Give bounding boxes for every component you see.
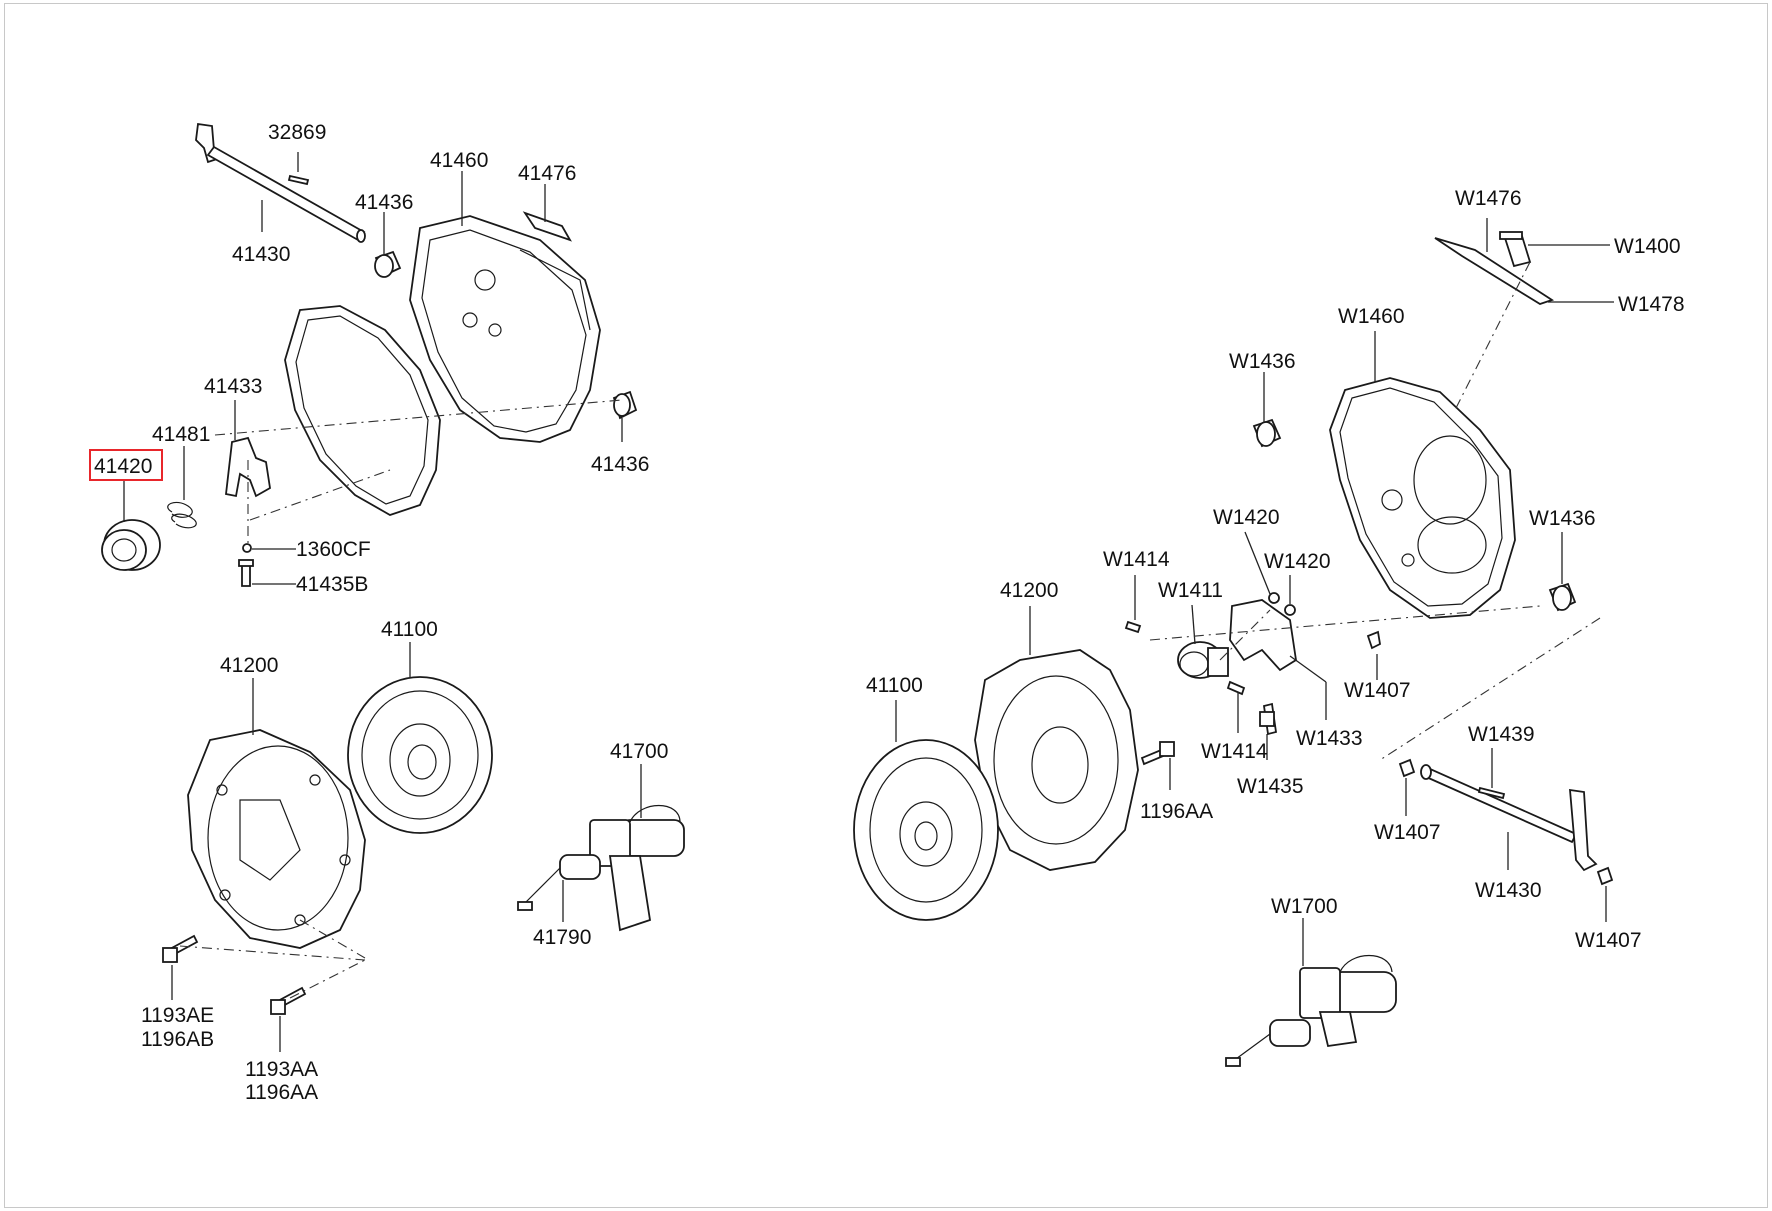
label-w1700[interactable]: W1700	[1271, 895, 1338, 918]
label-41100-right[interactable]: 41100	[866, 674, 923, 697]
label-w1436-right[interactable]: W1436	[1529, 507, 1596, 530]
label-w1414-b[interactable]: W1414	[1201, 740, 1268, 763]
label-41476[interactable]: 41476	[518, 162, 576, 185]
pivot-w1420-b[interactable]	[1284, 604, 1296, 616]
fitting-w1407-a[interactable]	[1366, 630, 1381, 650]
highlight-box-41420	[89, 449, 163, 481]
shaft-w1430[interactable]	[1420, 764, 1598, 872]
spring-41481[interactable]	[167, 501, 197, 529]
alignment-lines-left	[179, 399, 623, 999]
gasket-ring	[284, 305, 441, 516]
label-41460[interactable]: 41460	[430, 149, 488, 172]
slave-cylinder-w1700[interactable]	[1225, 954, 1397, 1067]
fork-w1433[interactable]	[1229, 599, 1297, 672]
label-41481[interactable]: 41481	[152, 423, 210, 446]
fitting-w1407-b[interactable]	[1398, 758, 1416, 778]
label-41436-right[interactable]: 41436	[591, 453, 649, 476]
bearing-w1411[interactable]	[1177, 641, 1229, 679]
bush-w1436-right[interactable]	[1548, 582, 1577, 612]
label-41790[interactable]: 41790	[533, 926, 591, 949]
bolt-1196aa-right[interactable]	[1140, 741, 1175, 766]
label-41100-left[interactable]: 41100	[381, 618, 438, 641]
clutch-disc-41100-right[interactable]	[853, 739, 999, 921]
bush-41436-right[interactable]	[612, 390, 638, 420]
slave-cylinder-41700[interactable]	[517, 804, 685, 932]
leader-lines-right	[895, 218, 1614, 966]
label-41200-right[interactable]: 41200	[1000, 579, 1058, 602]
shaft-41430[interactable]	[195, 122, 366, 243]
bush-41436-top[interactable]	[374, 250, 402, 278]
label-41436-top[interactable]: 41436	[355, 191, 413, 214]
label-w1433[interactable]: W1433	[1296, 727, 1363, 750]
bearing-41420[interactable]	[101, 519, 161, 571]
label-w1436-left[interactable]: W1436	[1229, 350, 1296, 373]
label-w1420-a[interactable]: W1420	[1213, 506, 1280, 529]
label-41420[interactable]: 41420	[94, 455, 152, 478]
label-41200-left[interactable]: 41200	[220, 654, 278, 677]
diagram-frame	[4, 3, 1768, 1208]
label-41430[interactable]: 41430	[232, 243, 290, 266]
label-41435b[interactable]: 41435B	[296, 573, 368, 596]
label-1193aa[interactable]: 1193AA	[245, 1058, 318, 1081]
label-w1460[interactable]: W1460	[1338, 305, 1405, 328]
label-41433[interactable]: 41433	[204, 375, 262, 398]
label-1196aa-right[interactable]: 1196AA	[1140, 800, 1213, 823]
label-w1439[interactable]: W1439	[1468, 723, 1535, 746]
plate-41476[interactable]	[522, 211, 572, 242]
label-w1407-c[interactable]: W1407	[1575, 929, 1642, 952]
bolt-1193aa[interactable]	[270, 986, 307, 1015]
bolt-w1435[interactable]	[1259, 702, 1278, 736]
pressure-plate-41200-left[interactable]	[187, 729, 366, 949]
label-w1414-a[interactable]: W1414	[1103, 548, 1170, 571]
clutch-disc-41100-left[interactable]	[347, 676, 493, 834]
alignment-lines-right	[1149, 261, 1601, 761]
label-w1407-b[interactable]: W1407	[1374, 821, 1441, 844]
bush-w1436-left[interactable]	[1252, 418, 1282, 448]
pressure-plate-41200-right[interactable]	[974, 649, 1139, 871]
label-1196ab[interactable]: 1196AB	[141, 1028, 214, 1051]
label-w1400[interactable]: W1400	[1614, 235, 1681, 258]
leader-lines-left	[123, 152, 642, 1052]
label-w1435[interactable]: W1435	[1237, 775, 1304, 798]
bolt-w1400[interactable]	[1499, 231, 1532, 268]
clip-1360cf[interactable]	[242, 543, 252, 553]
bolt-41435b[interactable]	[238, 559, 254, 587]
plate-w1476[interactable]	[1434, 237, 1555, 305]
label-w1411[interactable]: W1411	[1158, 579, 1223, 602]
pivot-w1420-a[interactable]	[1268, 592, 1280, 604]
part-labels: 32869 41460 41476 41436 41430 41436 4143…	[94, 121, 1685, 1104]
label-32869[interactable]: 32869	[268, 121, 326, 144]
clip-w1414-b[interactable]	[1226, 680, 1246, 696]
label-w1420-b[interactable]: W1420	[1264, 550, 1331, 573]
label-1360cf[interactable]: 1360CF	[296, 538, 371, 561]
label-w1430[interactable]: W1430	[1475, 879, 1542, 902]
label-w1476[interactable]: W1476	[1455, 187, 1522, 210]
label-1193ae[interactable]: 1193AE	[141, 1004, 214, 1027]
label-41700[interactable]: 41700	[610, 740, 668, 763]
key-w1439[interactable]	[1477, 786, 1506, 800]
label-w1407-a[interactable]: W1407	[1344, 679, 1411, 702]
bolt-1193ae[interactable]	[162, 934, 199, 963]
label-1196aa-left[interactable]: 1196AA	[245, 1081, 318, 1104]
fitting-w1407-c[interactable]	[1596, 866, 1614, 886]
housing-41460[interactable]	[409, 215, 601, 443]
label-w1478[interactable]: W1478	[1618, 293, 1685, 316]
housing-w1460[interactable]	[1329, 377, 1516, 619]
key-32869[interactable]	[287, 174, 310, 186]
clip-w1414-a[interactable]	[1124, 620, 1142, 634]
